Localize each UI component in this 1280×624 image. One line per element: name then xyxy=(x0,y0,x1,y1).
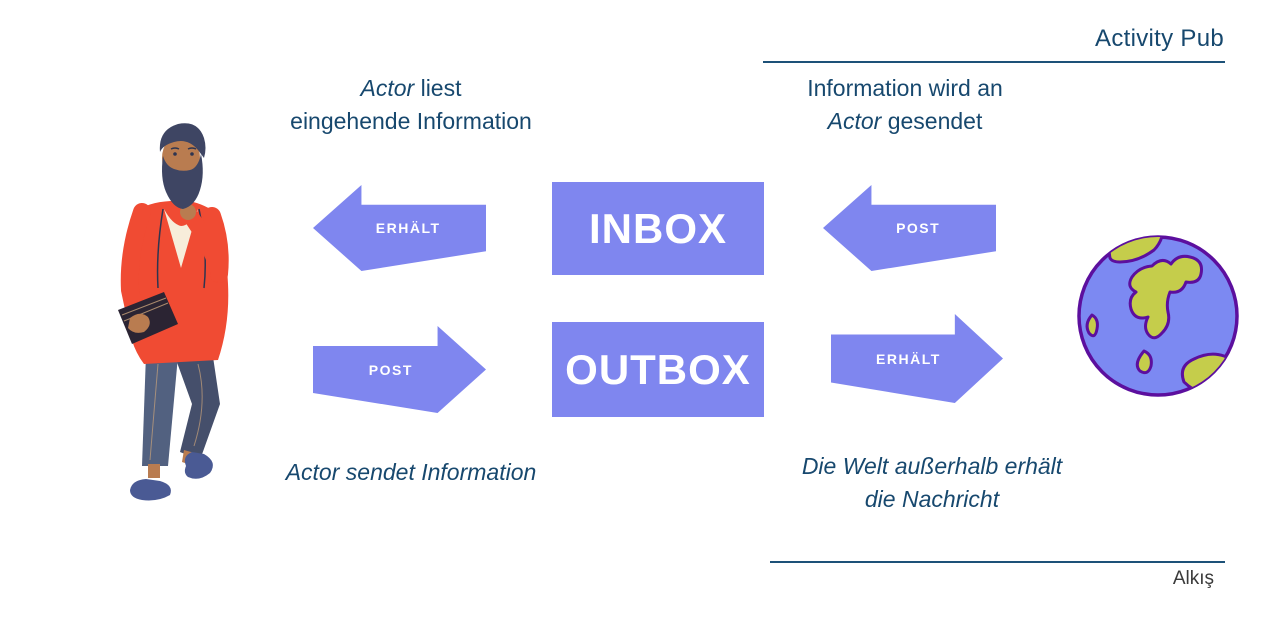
globe-world-illustration xyxy=(1077,235,1239,397)
arrow-label: POST xyxy=(896,220,941,236)
caption-line: Actor liest xyxy=(246,72,576,105)
caption-inbox-right: Information wird an Actor gesendet xyxy=(740,72,1070,138)
caption-text: liest xyxy=(414,75,462,101)
arrow-label: ERHÄLT xyxy=(876,350,941,367)
caption-outbox-left: Actor sendet Information xyxy=(285,459,537,485)
caption-italic-word: Actor xyxy=(360,75,415,101)
caption-line: die Nachricht xyxy=(864,486,1000,512)
inbox-box: INBOX xyxy=(552,182,764,275)
arrow-erhaelt-to-world: ERHÄLT xyxy=(831,314,1003,403)
arrow-erhaelt-to-actor: ERHÄLT xyxy=(313,185,486,271)
arrow-post-to-inbox: POST xyxy=(823,185,996,271)
arrow-post-to-outbox: POST xyxy=(313,326,486,413)
person-actor-illustration xyxy=(118,123,229,501)
footer-divider xyxy=(770,561,1225,563)
caption-outbox-right: Die Welt außerhalb erhält die Nachricht xyxy=(742,450,1122,516)
header-divider xyxy=(763,61,1225,63)
caption-line: Information wird an xyxy=(807,75,1003,101)
caption-line: Die Welt außerhalb erhält xyxy=(801,453,1063,479)
caption-inbox-left: Actor liest eingehende Information xyxy=(246,72,576,138)
page-title: Activity Pub xyxy=(1095,25,1224,52)
caption-italic-word: Actor xyxy=(827,108,882,134)
caption-line: Actor gesendet xyxy=(740,105,1070,138)
caption-text: gesendet xyxy=(881,108,983,134)
caption-line: eingehende Information xyxy=(290,108,532,134)
credit-text: Alkış xyxy=(1172,568,1214,589)
outbox-box: OUTBOX xyxy=(552,322,764,417)
arrow-label: ERHÄLT xyxy=(375,220,441,236)
arrow-label: POST xyxy=(368,361,413,378)
